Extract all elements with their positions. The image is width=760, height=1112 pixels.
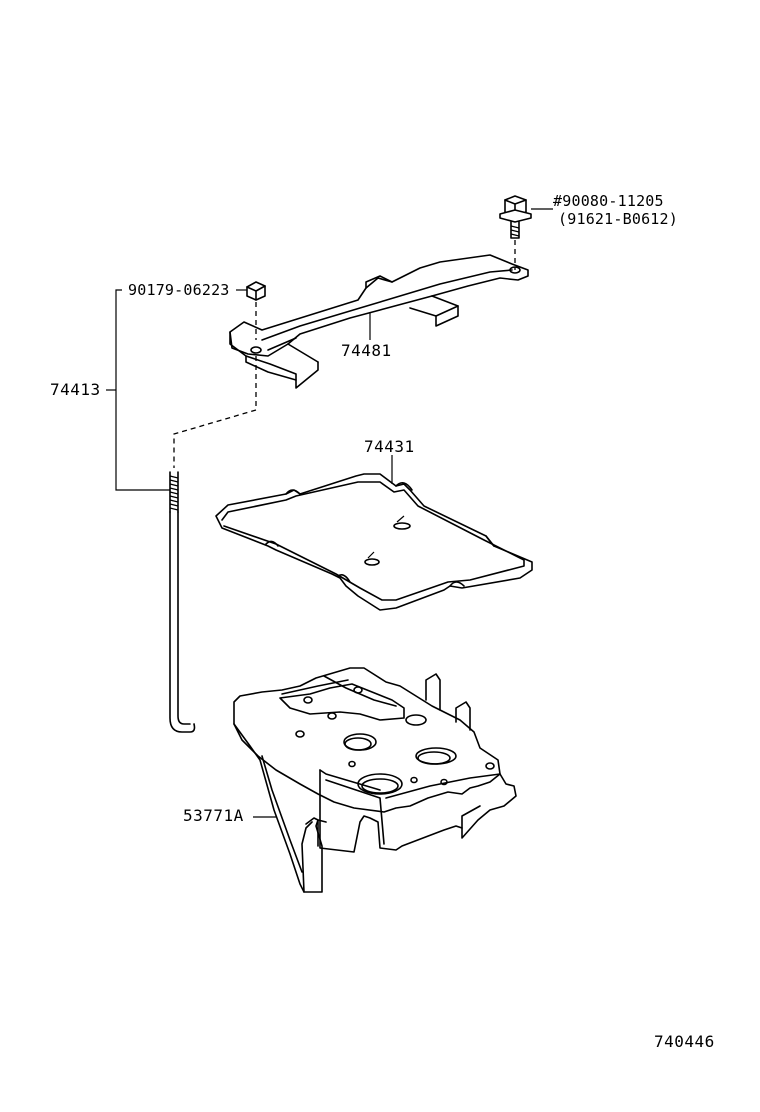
bolt-part-number: #90080-11205 <box>553 192 664 210</box>
clamp-part-number: 74481 <box>341 341 392 360</box>
nut-part-number: 90179-06223 <box>128 281 230 299</box>
nut-icon <box>246 281 266 301</box>
hold-down-rod-drawing <box>169 471 196 733</box>
bolt-alt-part-number: (91621-B0612) <box>558 210 678 228</box>
battery-tray-drawing <box>215 473 533 611</box>
battery-carrier-drawing <box>233 667 517 893</box>
bolt-icon <box>499 195 532 239</box>
carrier-part-number: 53771A <box>183 806 244 825</box>
figure-number: 740446 <box>654 1032 715 1051</box>
rod-dashed-guide <box>173 356 257 468</box>
battery-clamp-drawing <box>229 254 529 389</box>
battery-tray-part-number: 74431 <box>364 437 415 456</box>
rod-assembly-part-number: 74413 <box>50 380 101 399</box>
rod-bracket-line <box>106 289 170 491</box>
